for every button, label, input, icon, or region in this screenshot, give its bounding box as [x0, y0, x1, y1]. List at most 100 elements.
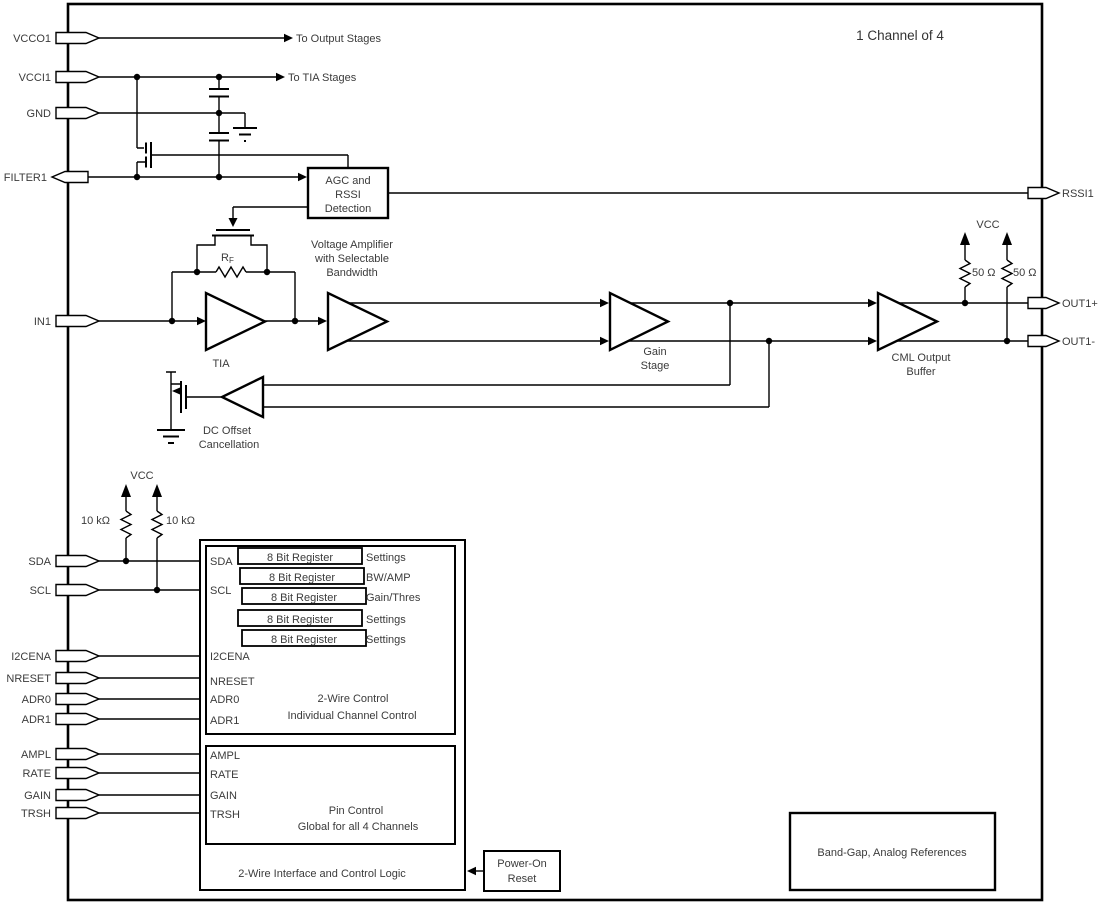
register-label: 8 Bit Register: [269, 572, 335, 584]
pin-rssi1: [1027, 186, 1061, 200]
arrow-right-icon: [284, 33, 293, 43]
pin-adr0-label: ADR0: [22, 694, 51, 706]
vcc-label: VCC: [976, 219, 999, 231]
pin-i2cena: [55, 649, 101, 663]
register-file: 8 Bit Register Settings 8 Bit Register B…: [237, 547, 421, 647]
dc-offset-label-2: Cancellation: [199, 439, 260, 451]
voltage-amp-label-2: with Selectable: [314, 253, 389, 265]
pin-ampl-label: AMPL: [21, 749, 51, 761]
pin-vcco1-label: VCCO1: [13, 33, 51, 45]
pin-gain: [55, 788, 101, 802]
junction-dot: [263, 268, 271, 276]
voltage-amp-label-1: Voltage Amplifier: [311, 239, 393, 251]
pin-adr1-label: ADR1: [22, 714, 51, 726]
pin-in1-label: IN1: [34, 316, 51, 328]
pin-gnd-label: GND: [27, 108, 52, 120]
agc-control-wire: [232, 206, 308, 218]
resistor-50-label-left: 50 Ω: [972, 267, 996, 279]
i2c-pullup-section: VCC 10 kΩ 10 kΩ: [81, 470, 195, 594]
tia-label: TIA: [212, 358, 230, 370]
pin-trsh: [55, 806, 101, 820]
resistor-50-label-right: 50 Ω: [1013, 267, 1037, 279]
arrow-right-icon: [197, 316, 206, 326]
port-adr0-label: ADR0: [210, 694, 239, 706]
to-tia-stages-label: To TIA Stages: [288, 72, 357, 84]
junction-dot: [168, 317, 176, 325]
resistor-10k-label-right: 10 kΩ: [166, 515, 195, 527]
tia-feedback-section: R F IN1 TIA: [34, 229, 327, 370]
gain-stage-amplifier: [608, 291, 671, 352]
gain-stage-label-2: Stage: [641, 360, 670, 372]
agc-label-1: AGC and: [325, 175, 370, 187]
termination-resistor-left: [958, 232, 972, 303]
pin-vcci1-label: VCCI1: [19, 72, 51, 84]
arrow-right-icon: [600, 298, 609, 308]
dc-feedback-wires: [263, 303, 770, 408]
register-box: [241, 587, 367, 605]
rf-resistor-label: R: [221, 252, 229, 264]
agc-gate-wire: [151, 154, 349, 167]
pin-vcci1: [55, 70, 101, 84]
arrow-up-icon: [121, 484, 131, 497]
pin-filter1-label: FILTER1: [4, 172, 47, 184]
pin-control-label-2: Global for all 4 Channels: [298, 821, 419, 833]
register-function: BW/AMP: [366, 572, 411, 584]
pin-control-label-1: Pin Control: [329, 805, 383, 817]
pin-scl-label: SCL: [30, 585, 51, 597]
cml-output-section: CML Output Buffer VCC 50 Ω 50 Ω OUT1+ OU…: [876, 219, 1098, 378]
register-function: Settings: [366, 552, 406, 564]
pin-vcco1: [55, 31, 101, 45]
port-nreset-label: NRESET: [210, 676, 255, 688]
port-i2cena-label: I2CENA: [210, 651, 250, 663]
pin-nreset-label: NRESET: [6, 673, 51, 685]
port-trsh-label: TRSH: [210, 809, 240, 821]
two-wire-control-label-2: Individual Channel Control: [287, 710, 416, 722]
junction-dot: [133, 173, 141, 181]
chip-outline: [66, 2, 1044, 902]
pin-rate-label: RATE: [22, 768, 51, 780]
dc-offset-mosfet-icon: [166, 371, 187, 430]
port-ampl-label: AMPL: [210, 750, 240, 762]
pullup-resistor-scl: [150, 484, 164, 590]
agc-label-3: Detection: [325, 203, 371, 215]
vcc-label: VCC: [130, 470, 153, 482]
capacitor-icon: [209, 77, 229, 113]
pin-rate: [55, 766, 101, 780]
termination-resistor-right: [1000, 232, 1014, 341]
power-routing-section: VCCO1 To Output Stages VCCI1 To TIA Stag…: [4, 31, 381, 184]
pin-filter1: [50, 170, 89, 184]
voltage-amp-out-wires: [347, 302, 601, 342]
port-scl-label: SCL: [210, 585, 231, 597]
dc-offset-section: DC Offset Cancellation: [157, 371, 265, 451]
pin-out1n-label: OUT1-: [1062, 336, 1095, 348]
register-function: Settings: [366, 614, 406, 626]
por-label-1: Power-On: [497, 858, 547, 870]
pin-nreset: [55, 671, 101, 685]
register-label: 8 Bit Register: [271, 634, 337, 646]
gain-stage-label-1: Gain: [643, 346, 666, 358]
pin-i2cena-label: I2CENA: [11, 651, 51, 663]
junction-dot: [193, 268, 201, 276]
pin-ampl: [55, 747, 101, 761]
dc-offset-amplifier: [219, 375, 265, 419]
pin-gnd: [55, 106, 101, 120]
to-output-stages-label: To Output Stages: [296, 33, 381, 45]
register-label: 8 Bit Register: [267, 552, 333, 564]
arrow-up-icon: [1002, 232, 1012, 245]
gain-out-wires: [628, 302, 869, 342]
arrow-right-icon: [276, 72, 285, 82]
voltage-amp-label-3: Bandwidth: [326, 267, 377, 279]
rf-mosfet-icon: [196, 229, 268, 272]
pin-adr1: [55, 712, 101, 726]
cml-label-2: Buffer: [906, 366, 935, 378]
port-adr1-label: ADR1: [210, 715, 239, 727]
two-wire-control-label-1: 2-Wire Control: [318, 693, 389, 705]
por-label-2: Reset: [508, 873, 537, 885]
pin-sda: [55, 554, 101, 568]
bandgap-label: Band-Gap, Analog References: [817, 847, 967, 859]
diagram-title: 1 Channel of 4: [856, 28, 944, 43]
bandgap-box: [788, 811, 997, 892]
pin-gain-label: GAIN: [24, 790, 51, 802]
power-on-reset-block: Power-On Reset: [467, 850, 561, 892]
